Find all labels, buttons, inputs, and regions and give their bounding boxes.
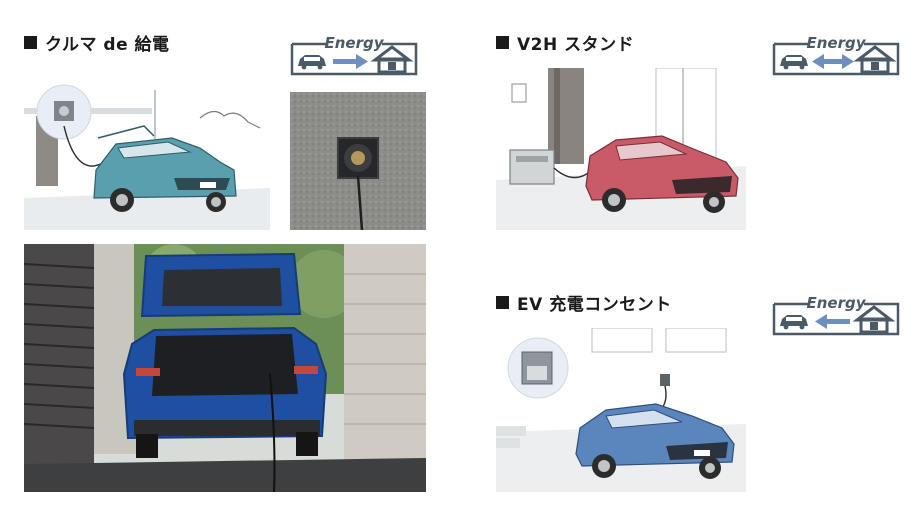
blue-car xyxy=(575,403,735,479)
energy-badge-house-to-car: Energy xyxy=(772,294,900,336)
section-title-ev: EV 充電コンセント xyxy=(517,295,672,315)
outlet-callout xyxy=(507,337,569,399)
arrow-left-icon xyxy=(815,314,850,329)
outlet-callout xyxy=(36,84,92,140)
wall-outlet-photo xyxy=(290,92,426,230)
arrow-both-icon xyxy=(812,54,854,69)
v2h-stand xyxy=(509,149,555,185)
energy-label: Energy xyxy=(324,34,384,52)
car-icon xyxy=(298,55,326,70)
car-icon xyxy=(780,55,808,70)
section-title-v2h: V2H スタンド xyxy=(517,35,635,55)
energy-label: Energy xyxy=(806,34,866,52)
ev-outlet-illustration xyxy=(496,328,746,492)
blue-car-photo xyxy=(24,244,426,492)
section-heading-v2h: V2H スタンド xyxy=(496,30,634,55)
section-heading-kuruma: クルマ de 給電 xyxy=(24,30,170,55)
house-icon xyxy=(853,45,897,74)
red-car xyxy=(585,135,739,213)
energy-badge-car-to-house: Energy xyxy=(290,34,418,76)
section-title-kuruma: クルマ de 給電 xyxy=(45,35,170,55)
section-heading-ev: EV 充電コンセント xyxy=(496,290,672,315)
teal-suv xyxy=(93,125,237,212)
arrow-right-icon xyxy=(333,54,368,69)
energy-label: Energy xyxy=(806,294,866,312)
heading-square-icon xyxy=(496,296,509,309)
heading-square-icon xyxy=(496,36,509,49)
energy-badge-bidirectional: Energy xyxy=(772,34,900,76)
heading-square-icon xyxy=(24,36,37,49)
v2h-illustration xyxy=(496,68,746,230)
car-icon xyxy=(780,315,808,330)
house-icon xyxy=(370,45,414,74)
kuruma-illustration xyxy=(24,78,270,230)
house-icon xyxy=(852,305,896,334)
